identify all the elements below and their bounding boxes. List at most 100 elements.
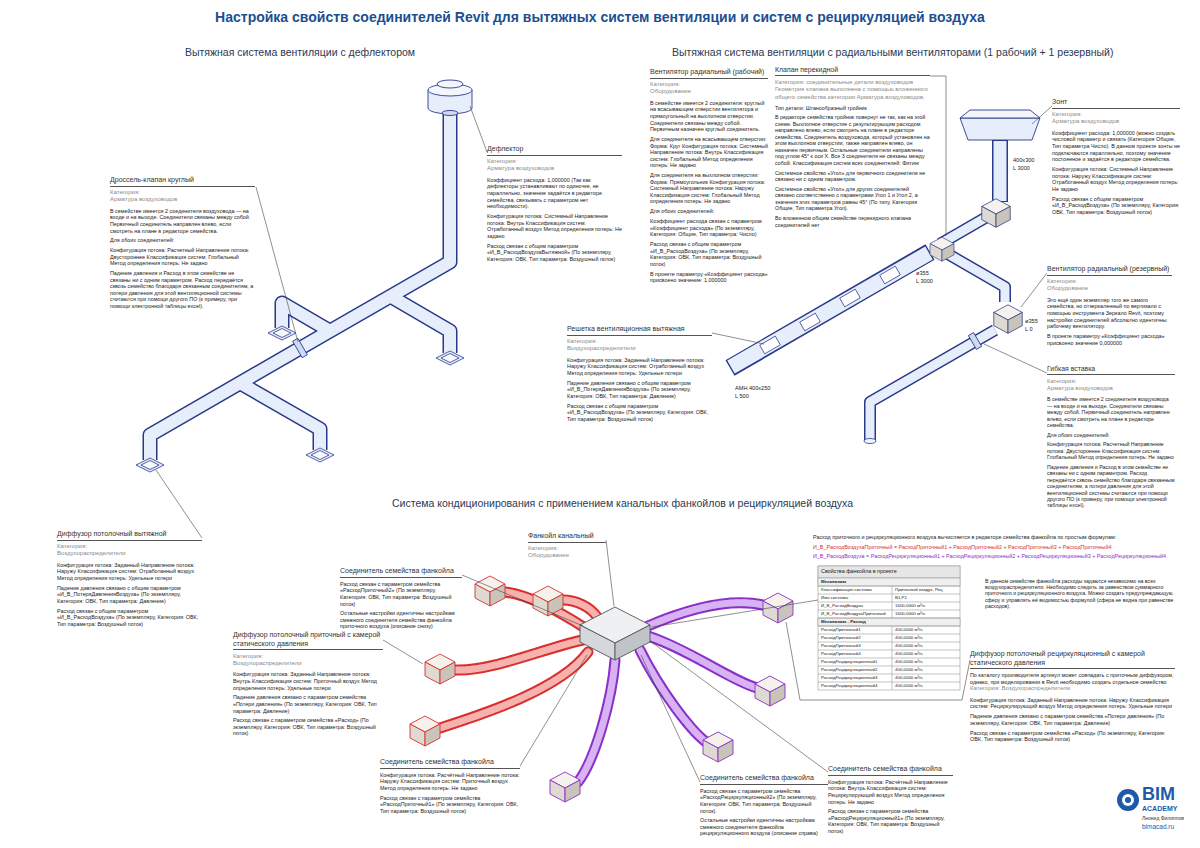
table-cell: 400,0000 м³/ч xyxy=(895,635,923,640)
callout-heading: Соединитель семейства фанкойла xyxy=(828,765,953,776)
callout-text: Падение давления связано с общим парамет… xyxy=(567,380,712,400)
table-cell: Приточный воздух, Рец xyxy=(895,587,943,592)
table-cell: 1600,0000 м³/ч xyxy=(895,611,925,616)
leader-line xyxy=(462,575,583,626)
category-text: Категория: xyxy=(650,81,768,88)
leader-line xyxy=(652,600,818,627)
properties-table-frame xyxy=(892,586,893,690)
category-text: Категория: xyxy=(567,338,712,345)
logo-text: BIM xyxy=(1142,784,1175,806)
table-cell: 400,0000 м³/ч xyxy=(895,643,923,648)
fan-duct-system xyxy=(994,141,1007,201)
deflector-duct-system xyxy=(282,303,330,331)
formula-note: Расход приточного и рециркуляционного во… xyxy=(813,534,1198,540)
radial-fan xyxy=(994,305,1023,334)
callout-text: Конфигурация потока: Расчётный Направлен… xyxy=(828,779,953,805)
table-cell: В1,Р1 xyxy=(895,595,907,600)
table-note: В данном семействе фанкойла расходы зада… xyxy=(985,578,1175,609)
recirculation-flex-duct xyxy=(578,660,615,782)
category-text: Оборудование xyxy=(1047,285,1172,292)
callout-heading: Гибкая вставка xyxy=(1047,365,1175,375)
exhaust-grille xyxy=(760,266,901,354)
recirculation-flex-duct xyxy=(578,603,763,782)
leader-line xyxy=(930,76,946,236)
leader-line xyxy=(984,344,1047,373)
callout-text: Конфигурация потока: Заданный Направлени… xyxy=(57,562,202,582)
callout-heading: Соединитель семейства фанкойла xyxy=(340,567,462,578)
callout-text: Конфигурация потока: Системный Направлен… xyxy=(1052,166,1180,192)
damper-ring xyxy=(293,338,308,357)
fan-duct-system xyxy=(870,330,995,440)
section-heading: Вытяжная система вентиляции с дефлекторо… xyxy=(185,46,415,59)
recirculation-flex-duct xyxy=(648,636,757,688)
recirculation-formula: И_В_РасходВоздуха = РасходРециркуляционн… xyxy=(813,553,1198,559)
logo-icon xyxy=(1117,789,1139,811)
supply-diffuser xyxy=(425,654,455,684)
table-cell: РасходРециркуляционный2 xyxy=(821,667,877,672)
properties-table-frame xyxy=(818,586,960,682)
recirculation-diffuser xyxy=(755,676,785,706)
category-text: Категория: xyxy=(1047,278,1172,285)
callout-text: Тип детали: Штанообразный тройник xyxy=(775,105,930,112)
dimension: L 3000 xyxy=(916,278,933,285)
callout-heading: Дроссель-клапан круглый xyxy=(110,176,255,187)
table-cell: И_В_РасходВоздухаПриточный xyxy=(821,611,886,616)
callout-box: Решетка вентиляционная вытяжнаяКатегория… xyxy=(567,325,712,423)
table-cell: РасходРециркуляционный1 xyxy=(821,659,877,664)
callout-text: Конфигурация потока: Расчетный Направлен… xyxy=(110,247,255,267)
leader-line xyxy=(650,641,828,772)
leader-line xyxy=(383,640,423,664)
callout-text: Это ещё один экземпляр того же самого се… xyxy=(1047,297,1172,330)
callout-box: ЗонтКатегория:Арматура воздуховодовКоэфф… xyxy=(1052,98,1180,215)
recirculation-flex-duct xyxy=(648,636,757,688)
exhaust-diffuser xyxy=(436,351,464,365)
category-text: Категория: xyxy=(487,158,622,165)
fan-duct-system xyxy=(870,218,1005,440)
table-cell: 400,0000 м³/ч xyxy=(895,683,923,688)
exhaust-grille xyxy=(840,289,861,307)
fan-duct-system xyxy=(870,218,1005,440)
deflector xyxy=(437,80,463,88)
callout-text: Расход связан с параметром семейства «Ра… xyxy=(828,808,953,834)
fan-duct-system xyxy=(730,252,930,368)
callout-heading: Соединитель семейства фанкойла xyxy=(700,774,828,785)
callout-text: Расход связан с параметром семейства «Ра… xyxy=(970,730,1175,743)
callout-text: Конфигурация потока: Системный Направлен… xyxy=(487,213,622,239)
fan-coil-unit xyxy=(580,607,650,660)
leader-line xyxy=(641,655,700,782)
callout-text: Для соединителя на всасывающем отверстии… xyxy=(650,136,768,169)
dimension: ø355 xyxy=(1025,318,1038,325)
radial-fan xyxy=(982,199,1023,333)
callout-text: Конфигурация потока: Расчётный Направлен… xyxy=(380,772,520,792)
table-cell: Механизмы - Расход xyxy=(821,619,866,624)
callout-text: В проекте параметру «Коэффициент расхода… xyxy=(650,271,768,284)
callout-heading: Диффузор потолочный вытяжной xyxy=(57,530,202,541)
logo-icon xyxy=(1125,797,1131,803)
callout-text: Расход связан с параметром семейства «Ра… xyxy=(700,788,828,814)
callout-text: В семействе имеется 2 соединителя: кругл… xyxy=(650,100,768,133)
callout-box: Соединитель семейства фанкойлаРасход свя… xyxy=(340,567,462,630)
dimension: L 3000 xyxy=(1013,165,1030,172)
category-text: Арматура воздуховодов xyxy=(110,196,255,203)
fan-coil-unit xyxy=(580,625,615,660)
callout-heading: Решетка вентиляционная вытяжная xyxy=(567,325,712,336)
callout-box: Вентилятор радиальный (рабочий)Категория… xyxy=(650,68,768,284)
callout-box: Фанкойл канальныйКатегория:Оборудование xyxy=(528,532,606,560)
callout-box: Диффузор потолочный рециркуляционный с к… xyxy=(970,650,1175,743)
callout-text: По каталогу производителя артикул может … xyxy=(970,672,1175,685)
callout-text: В семействе имеется 2 соединителя воздух… xyxy=(1047,396,1175,428)
category-text: Арматура воздуховодов xyxy=(487,165,622,172)
callout-text: Системное свойство «Угол» для первичного… xyxy=(775,170,930,183)
category-text: Категория: xyxy=(1047,378,1175,385)
properties-table: Свойства фанкойла в проекте xyxy=(818,566,960,577)
callout-text: Системное свойство «Угол» для других сое… xyxy=(775,186,930,212)
flexible-insert xyxy=(968,333,981,350)
hood xyxy=(960,110,1040,118)
callout-text: Падение давления связано с общим парамет… xyxy=(57,585,202,605)
callout-text: Расход связан с общим параметром «И_В_Ра… xyxy=(1052,196,1180,216)
fan-duct-system xyxy=(948,254,1005,302)
leader-line xyxy=(786,622,970,700)
callout-text: Коэффициент расхода: 1,000000 (можно соз… xyxy=(1052,130,1180,163)
dimension: L 500 xyxy=(735,393,749,400)
supply-flex-duct xyxy=(440,592,598,728)
